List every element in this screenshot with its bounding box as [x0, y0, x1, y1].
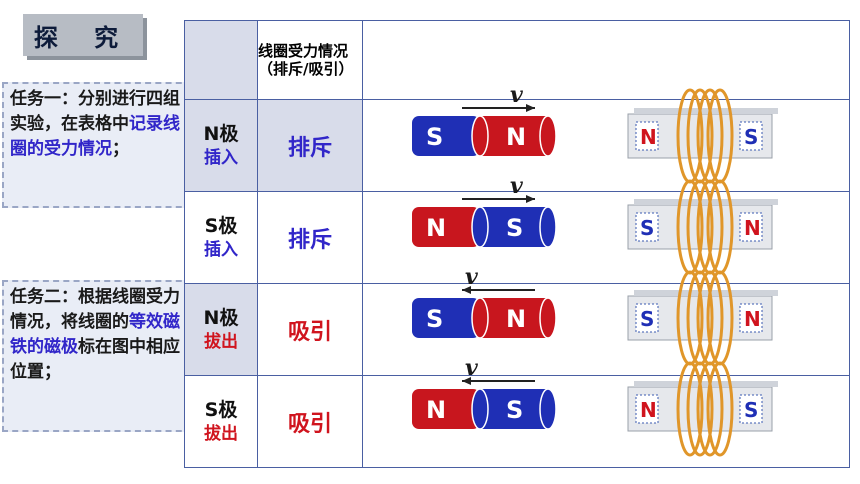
task-one-lead: 任务一：分别进行四组实验，在表格中	[10, 89, 180, 134]
page-title: 探 究	[23, 14, 143, 56]
action-label: 插入	[204, 147, 238, 168]
header-force-label: 线圈受力情况（排斥/吸引）	[258, 42, 354, 78]
task-two-box: 任务二：根据线圈受力情况，将线圈的等效磁铁的磁极标在图中相应位置；	[2, 280, 192, 432]
header-empty-cell	[184, 20, 258, 100]
force-cell: 吸引	[257, 283, 363, 376]
pole-label: N极	[203, 306, 239, 329]
experiment-table: 线圈受力情况（排斥/吸引） N极插入 排斥 S极插入 排斥 N极拔出 吸引 S极…	[184, 20, 850, 468]
force-label: 排斥	[287, 227, 332, 253]
force-cell: 吸引	[257, 375, 363, 468]
table-row: N极拔出 吸引	[184, 283, 850, 376]
pole-cell: S极拔出	[184, 375, 258, 468]
table-row: N极插入 排斥	[184, 99, 850, 192]
pole-label: S极	[204, 398, 238, 421]
action-label: 拔出	[204, 423, 238, 444]
pole-cell: N极拔出	[184, 283, 258, 376]
force-label: 排斥	[287, 135, 332, 161]
header-diagram-cell	[362, 20, 850, 100]
pole-label: S极	[204, 214, 238, 237]
task-one-highlight: 记录线圈的受力情况	[10, 114, 180, 159]
force-label: 吸引	[287, 319, 332, 345]
task-one-tail: ；	[112, 139, 129, 159]
table-row: S极插入 排斥	[184, 191, 850, 284]
task-one-box: 任务一：分别进行四组实验，在表格中记录线圈的受力情况；	[2, 82, 192, 208]
task-two-lead: 任务二：根据线圈受力情况，将线圈的	[10, 287, 180, 332]
table-row: S极拔出 吸引	[184, 375, 850, 468]
force-cell: 排斥	[257, 191, 363, 284]
pole-cell: S极插入	[184, 191, 258, 284]
force-cell: 排斥	[257, 99, 363, 192]
diagram-cell	[362, 283, 850, 376]
table-header-row: 线圈受力情况（排斥/吸引）	[184, 20, 850, 100]
header-force-cell: 线圈受力情况（排斥/吸引）	[257, 20, 363, 100]
diagram-cell	[362, 375, 850, 468]
task-two-highlight: 等效磁铁的磁极	[10, 312, 180, 357]
pole-cell: N极插入	[184, 99, 258, 192]
pole-label: N极	[203, 122, 239, 145]
task-two-tail: 标在图中相应位置；	[10, 337, 180, 382]
action-label: 插入	[204, 239, 238, 260]
force-label: 吸引	[287, 411, 332, 437]
action-label: 拔出	[204, 331, 238, 352]
diagram-cell	[362, 191, 850, 284]
diagram-cell	[362, 99, 850, 192]
